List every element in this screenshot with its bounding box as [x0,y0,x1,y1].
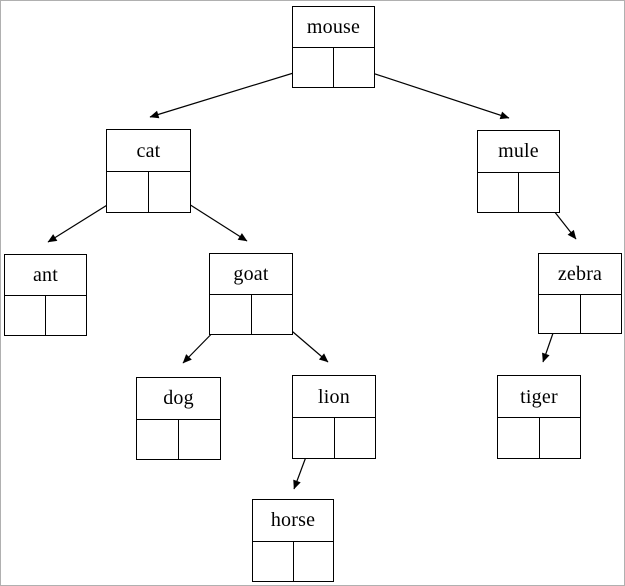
left-pointer-cell [210,295,252,334]
edge-arrow-mouse-mule [353,66,510,120]
tree-node-pointer-cells [210,295,292,334]
tree-node-goat: goat [209,253,293,335]
tree-node-label: lion [293,376,375,419]
edge-arrow-mouse-cat [149,66,314,119]
tree-node-label: dog [137,378,220,420]
tree-node-label: mule [478,131,559,173]
tree-node-label: ant [5,255,86,297]
tree-node-pointer-cells [539,294,622,333]
tree-node-label: mouse [293,7,374,49]
right-pointer-cell [540,418,581,458]
right-pointer-cell [334,48,374,87]
tree-node-label: tiger [498,376,580,419]
tree-node-pointer-cells [478,172,559,212]
tree-node-pointer-cells [293,48,374,87]
tree-node-cat: cat [106,129,191,213]
right-pointer-cell [519,173,559,212]
tree-node-mouse: mouse [292,6,375,88]
left-pointer-cell [253,541,294,581]
right-pointer-cell [294,542,334,581]
tree-node-horse: horse [252,499,334,582]
right-pointer-cell [581,295,622,333]
right-pointer-cell [179,420,220,459]
tree-node-pointer-cells [5,296,86,335]
left-pointer-cell [478,172,519,212]
tree-node-label: cat [107,130,190,173]
tree-node-pointer-cells [498,418,580,458]
left-pointer-cell [498,418,540,458]
right-pointer-cell [149,172,190,212]
left-pointer-cell [293,48,334,87]
tree-node-pointer-cells [107,172,190,212]
left-pointer-cell [539,294,581,333]
tree-node-ant: ant [4,254,87,336]
tree-node-pointer-cells [293,418,375,458]
right-pointer-cell [335,418,376,458]
right-pointer-cell [46,296,86,335]
left-pointer-cell [107,172,149,212]
tree-node-pointer-cells [253,541,334,581]
tree-node-dog: dog [136,377,221,460]
left-pointer-cell [137,419,179,459]
left-pointer-cell [293,418,335,458]
tree-node-mule: mule [477,130,560,213]
tree-node-tiger: tiger [497,375,581,459]
tree-node-label: goat [210,254,292,296]
tree-node-label: horse [253,500,333,542]
right-pointer-cell [252,295,293,334]
left-pointer-cell [5,296,46,335]
tree-node-lion: lion [292,375,376,459]
tree-node-pointer-cells [137,419,220,459]
tree-node-zebra: zebra [538,253,622,334]
tree-node-label: zebra [539,254,621,295]
